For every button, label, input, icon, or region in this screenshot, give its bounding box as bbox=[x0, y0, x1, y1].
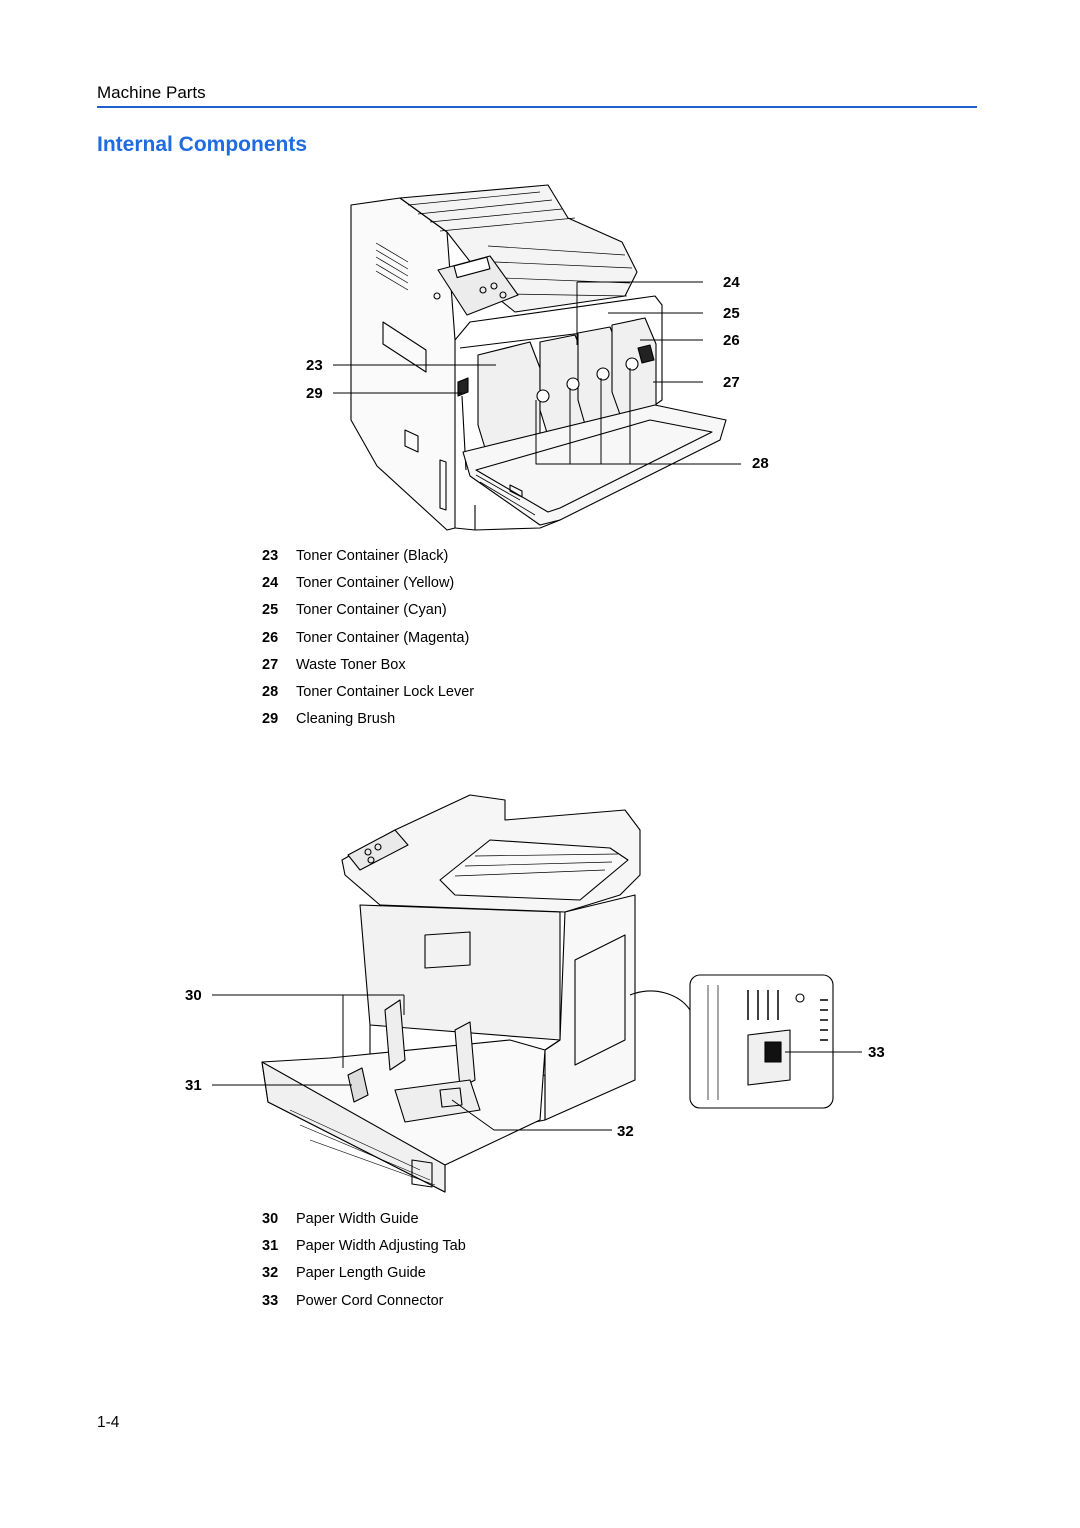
legend-item: 26 Toner Container (Magenta) bbox=[262, 625, 474, 652]
callout-32: 32 bbox=[617, 1123, 634, 1140]
legend-item: 27 Waste Toner Box bbox=[262, 652, 474, 679]
legend-item: 24 Toner Container (Yellow) bbox=[262, 570, 474, 597]
legend-label: Cleaning Brush bbox=[296, 711, 396, 728]
legend-label: Toner Container Lock Lever bbox=[296, 683, 475, 700]
callout-numbers: 23 24 25 26 27 28 29 30 31 32 33 bbox=[185, 274, 885, 1140]
callout-30: 30 bbox=[185, 987, 202, 1004]
legend-item: 33 Power Cord Connector bbox=[262, 1288, 466, 1315]
legend-label: Toner Container (Magenta) bbox=[296, 629, 470, 646]
legend-item: 30 Paper Width Guide bbox=[262, 1206, 466, 1233]
callout-33: 33 bbox=[868, 1044, 885, 1061]
legend-label: Toner Container (Black) bbox=[296, 548, 449, 564]
legend-number: 25 bbox=[262, 602, 279, 619]
legend-label: Paper Width Adjusting Tab bbox=[296, 1238, 466, 1255]
legend-number: 32 bbox=[262, 1265, 279, 1282]
page-number: 1-4 bbox=[97, 1414, 120, 1431]
legend-number: 33 bbox=[262, 1292, 279, 1309]
legend-label: Toner Container (Cyan) bbox=[296, 602, 447, 619]
legend-item: 25 Toner Container (Cyan) bbox=[262, 597, 474, 624]
callout-27: 27 bbox=[723, 374, 740, 391]
callout-24: 24 bbox=[723, 274, 740, 291]
printer-open-front-illustration bbox=[350, 184, 727, 531]
page-title: Internal Components bbox=[97, 133, 308, 156]
legend-label: Paper Length Guide bbox=[296, 1265, 426, 1282]
legend-item: 32 Paper Length Guide bbox=[262, 1260, 466, 1287]
header-divider bbox=[97, 106, 977, 108]
callout-23: 23 bbox=[306, 357, 323, 374]
legend-number: 28 bbox=[262, 683, 279, 700]
legend-number: 27 bbox=[262, 656, 279, 673]
legend-number: 29 bbox=[262, 711, 279, 728]
printer-paper-cassette-illustration bbox=[261, 794, 834, 1193]
section-header: Machine Parts bbox=[97, 83, 206, 102]
legend-number: 26 bbox=[262, 629, 279, 646]
legend-label: Toner Container (Yellow) bbox=[296, 575, 455, 592]
legend-number: 24 bbox=[262, 575, 279, 592]
legend-item: 23 Toner Container (Black) bbox=[262, 543, 474, 570]
callout-29: 29 bbox=[306, 385, 323, 402]
legend-label: Power Cord Connector bbox=[296, 1292, 444, 1309]
callout-31: 31 bbox=[185, 1077, 202, 1094]
legend-number: 30 bbox=[262, 1211, 279, 1227]
legend-label: Waste Toner Box bbox=[296, 656, 406, 673]
callout-26: 26 bbox=[723, 332, 740, 349]
callout-28: 28 bbox=[752, 455, 769, 472]
callout-25: 25 bbox=[723, 305, 740, 322]
callout-leader-lines bbox=[212, 281, 862, 1131]
legend-label: Paper Width Guide bbox=[296, 1211, 419, 1227]
legend-number: 31 bbox=[262, 1238, 279, 1255]
legend-number: 23 bbox=[262, 548, 279, 564]
legend-bottom: 30 Paper Width Guide 31 Paper Width Adjust… bbox=[262, 1206, 466, 1315]
legend-item: 29 Cleaning Brush bbox=[262, 706, 474, 733]
legend-item: 31 Paper Width Adjusting Tab bbox=[262, 1233, 466, 1260]
legend-item: 28 Toner Container Lock Lever bbox=[262, 679, 474, 706]
